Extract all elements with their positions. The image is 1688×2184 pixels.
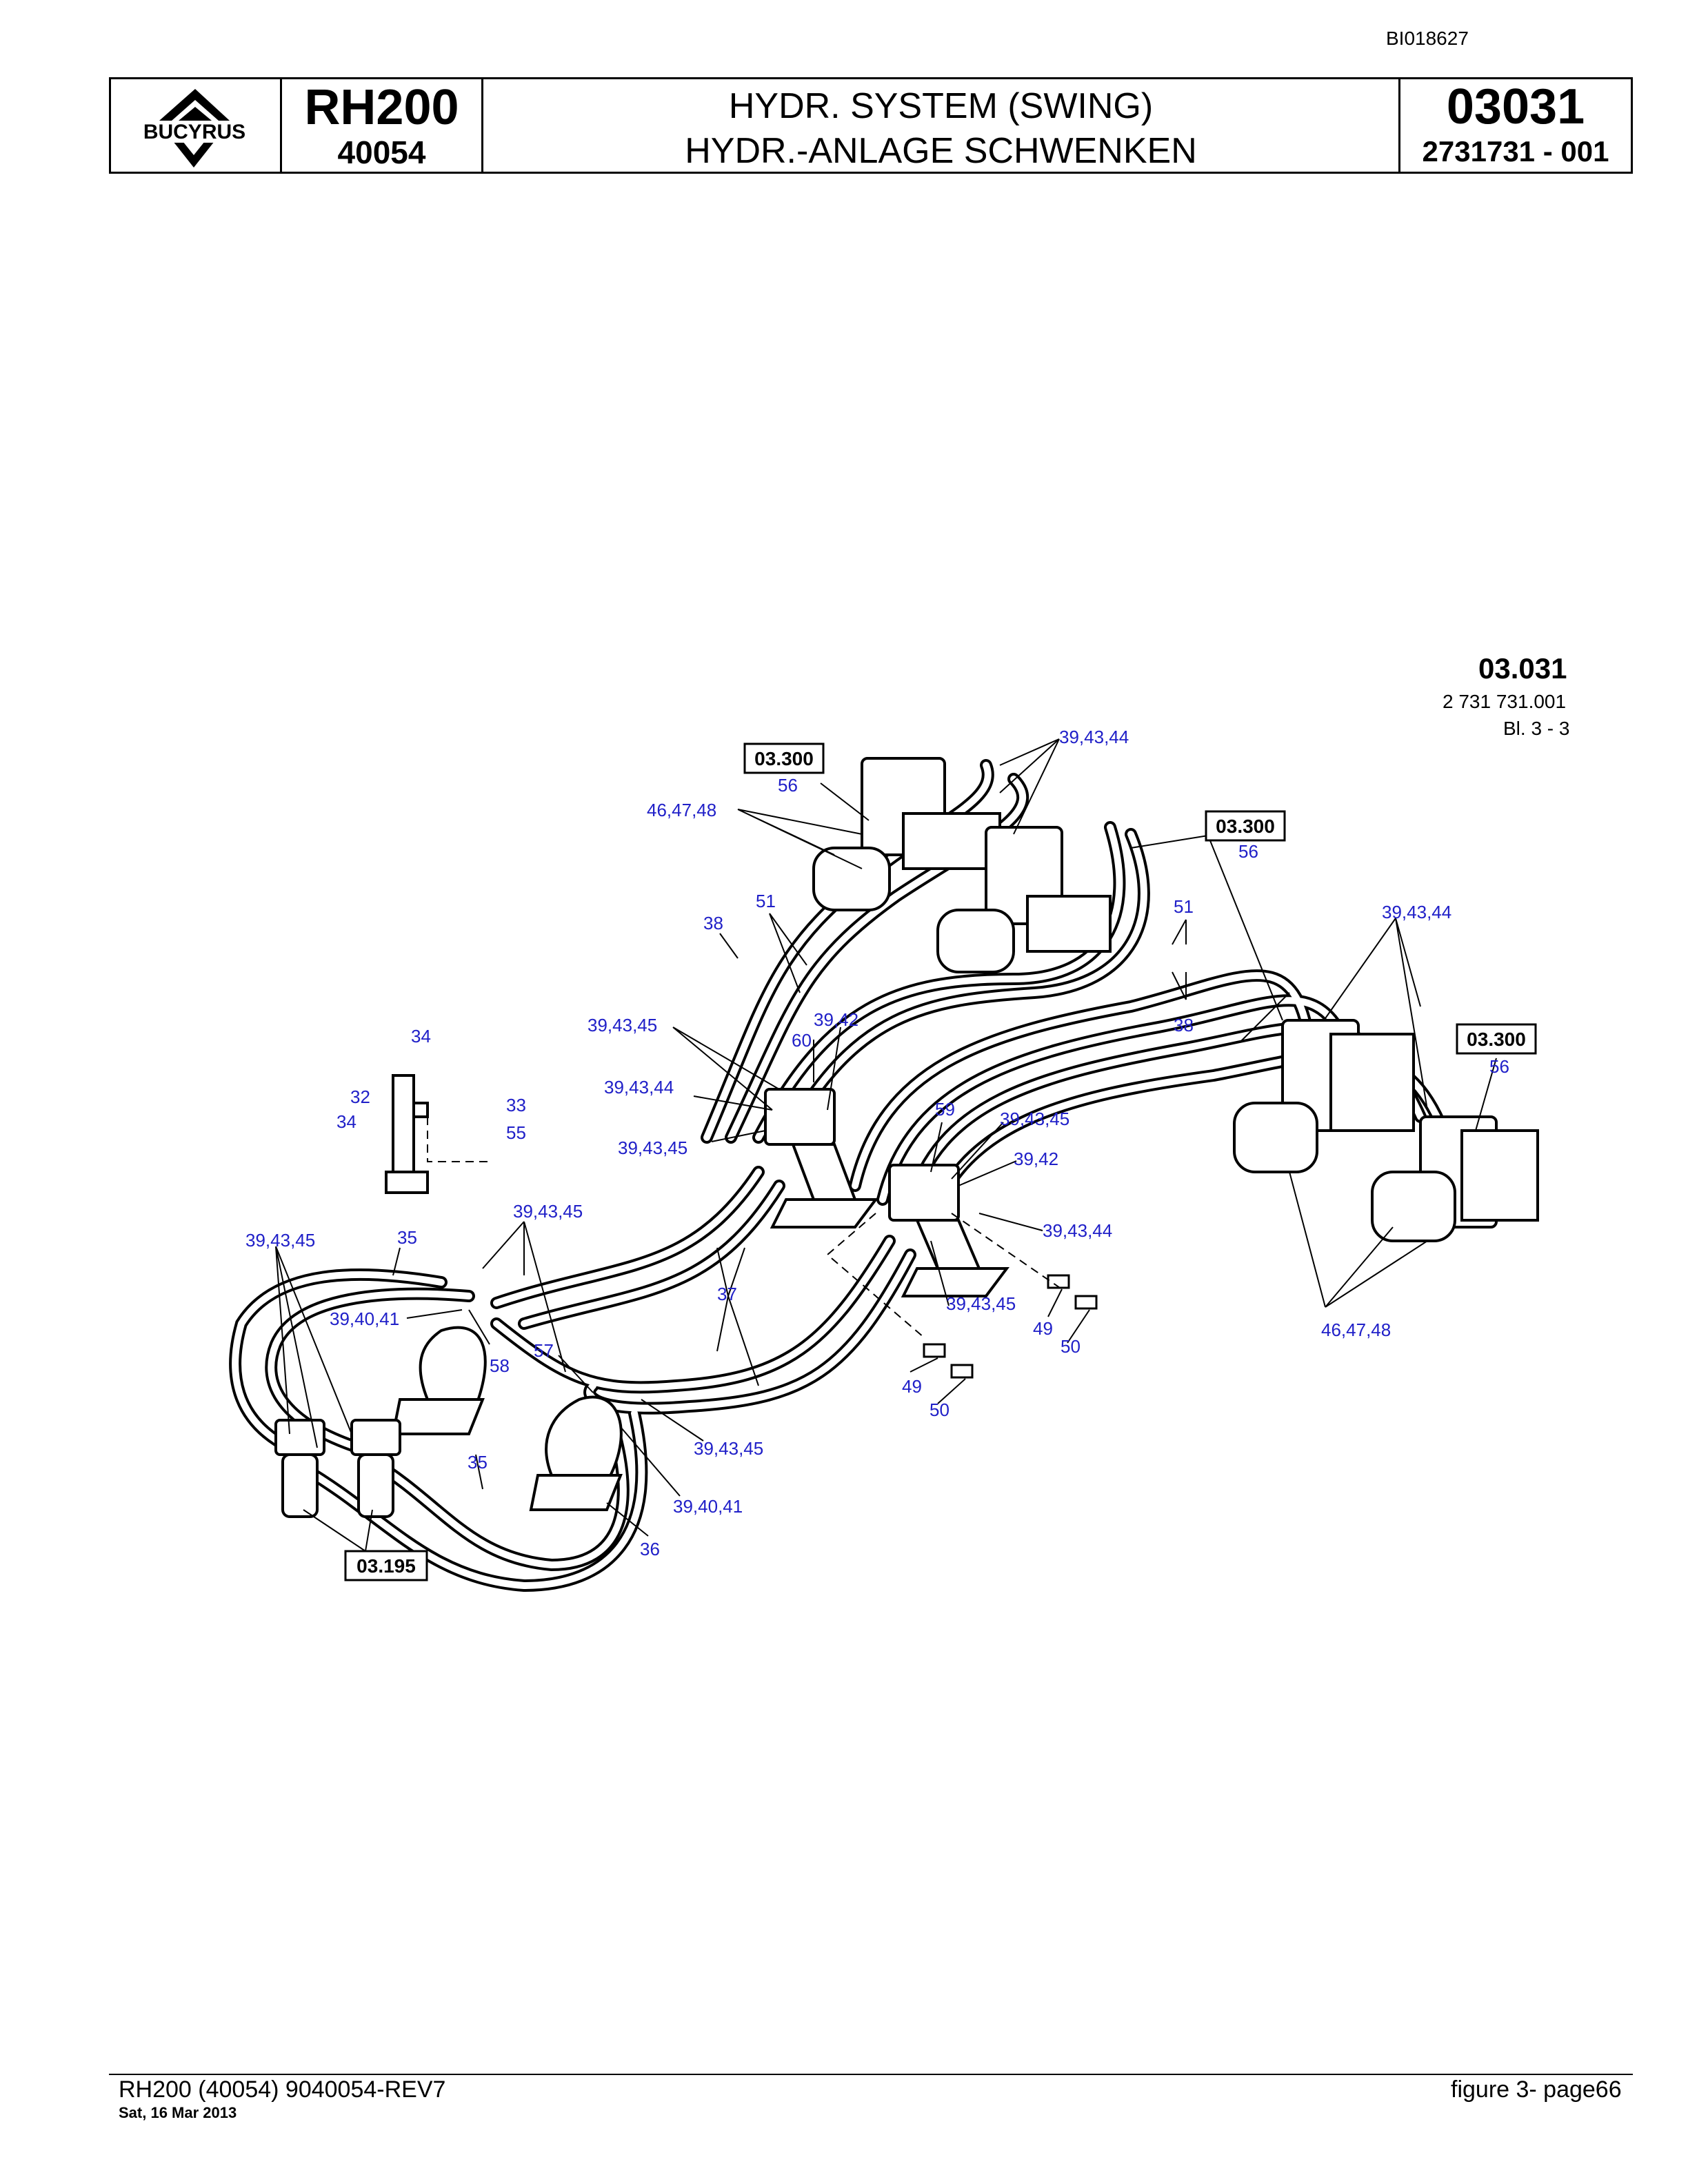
- boxed-ref-03195: 03.195: [356, 1555, 416, 1577]
- callout-50-a: 50: [1061, 1336, 1081, 1357]
- callout-39-43-44-right: 39,43,44: [1382, 902, 1451, 922]
- callout-39-43-45-a: 39,43,45: [587, 1015, 657, 1035]
- leader-lines: [275, 738, 1497, 1552]
- callout-39-40-41-a: 39,40,41: [330, 1308, 399, 1329]
- callout-32: 32: [350, 1086, 370, 1107]
- bracket: [385, 1074, 429, 1194]
- callout-37: 37: [717, 1284, 737, 1304]
- footer-rule: [109, 2074, 1633, 2075]
- callout-46-47-48-b: 46,47,48: [1321, 1320, 1391, 1340]
- callout-51-a: 51: [756, 891, 776, 911]
- callout-39-43-45-b: 39,43,45: [618, 1138, 687, 1158]
- callout-34-a: 34: [411, 1026, 431, 1046]
- callout-39-43-45-c: 39,43,45: [1000, 1109, 1069, 1129]
- boxed-ref-03300-a: 03.300: [754, 748, 814, 769]
- footer-date: Sat, 16 Mar 2013: [119, 2104, 237, 2121]
- callout-56-a: 56: [778, 775, 798, 796]
- title-cell: HYDR. SYSTEM (SWING) HYDR.-ANLAGE SCHWEN…: [483, 79, 1400, 172]
- swing-motors: [391, 1088, 1009, 1511]
- model-name: RH200: [304, 80, 459, 135]
- callout-39-43-44-top: 39,43,44: [1059, 727, 1129, 747]
- callout-39-42-b: 39,42: [1014, 1149, 1058, 1169]
- callout-49-a: 49: [1033, 1318, 1053, 1339]
- part-number: 2731731 - 001: [1422, 135, 1609, 168]
- brand-name: BUCYRUS: [143, 121, 245, 143]
- callout-38-a: 38: [703, 913, 723, 933]
- dashed-leaders: [427, 1117, 1063, 1338]
- callout-34-b: 34: [336, 1111, 356, 1132]
- boxed-ref-03300-b: 03.300: [1216, 816, 1275, 837]
- callout-49-b: 49: [902, 1376, 922, 1397]
- callout-39-42-a: 39,42: [814, 1009, 858, 1030]
- document-id: BI018627: [1386, 28, 1469, 49]
- title-block: BUCYRUS RH200 40054 HYDR. SYSTEM (SWING)…: [109, 77, 1633, 174]
- callout-50-b: 50: [930, 1399, 950, 1420]
- callout-39-43-45-f: 39,43,45: [946, 1293, 1016, 1314]
- callout-39-43-44-mid: 39,43,44: [604, 1077, 674, 1098]
- callout-51-b: 51: [1174, 896, 1194, 917]
- boxed-ref-03300-c: 03.300: [1467, 1029, 1526, 1050]
- callout-55: 55: [506, 1122, 526, 1143]
- diagram-sheet: Bl. 3 - 3: [1503, 718, 1569, 739]
- callout-39-43-45-g: 39,43,45: [694, 1438, 763, 1459]
- title-german: HYDR.-ANLAGE SCHWENKEN: [685, 131, 1197, 171]
- callout-38-b: 38: [1174, 1015, 1194, 1035]
- callout-59: 59: [935, 1099, 955, 1120]
- callout-46-47-48-a: 46,47,48: [647, 800, 716, 820]
- diagram-ref-number: 03.031: [1478, 652, 1567, 685]
- callout-56-b: 56: [1238, 841, 1258, 862]
- serial-number: 40054: [337, 134, 426, 170]
- callout-36: 36: [640, 1539, 660, 1559]
- group-cell: 03031 2731731 - 001: [1400, 79, 1631, 172]
- callout-39-43-44-low: 39,43,44: [1043, 1220, 1112, 1241]
- title-english: HYDR. SYSTEM (SWING): [728, 86, 1154, 126]
- boxed-refs: 03.300 03.300 03.300 03.195: [344, 742, 1537, 1581]
- valve-blocks: [812, 757, 1539, 1242]
- callout-39-40-41-b: 39,40,41: [673, 1496, 743, 1517]
- model-cell: RH200 40054: [282, 79, 483, 172]
- callout-39-43-45-d: 39,43,45: [513, 1201, 583, 1222]
- filters: [274, 1419, 401, 1518]
- bucyrus-logo-icon: BUCYRUS: [119, 89, 270, 168]
- callout-33: 33: [506, 1095, 526, 1115]
- brand-logo: BUCYRUS: [111, 79, 282, 172]
- footer-page: figure 3- page66: [1451, 2076, 1622, 2103]
- callouts: 39,43,44 56 46,47,48 56 51 38 51 39,43,4…: [245, 727, 1509, 1559]
- callout-35-b: 35: [468, 1452, 488, 1473]
- footer-doc: RH200 (40054) 9040054-REV7: [119, 2076, 446, 2103]
- callout-39-43-45-e: 39,43,45: [245, 1230, 315, 1251]
- callout-35-a: 35: [397, 1227, 417, 1248]
- callout-57: 57: [534, 1340, 554, 1361]
- callout-56-c: 56: [1489, 1056, 1509, 1077]
- callout-60: 60: [792, 1030, 812, 1051]
- group-number: 03031: [1446, 79, 1585, 134]
- fittings: [923, 1274, 1098, 1379]
- callout-58: 58: [490, 1355, 510, 1376]
- diagram-ref-part: 2 731 731.001: [1443, 691, 1566, 712]
